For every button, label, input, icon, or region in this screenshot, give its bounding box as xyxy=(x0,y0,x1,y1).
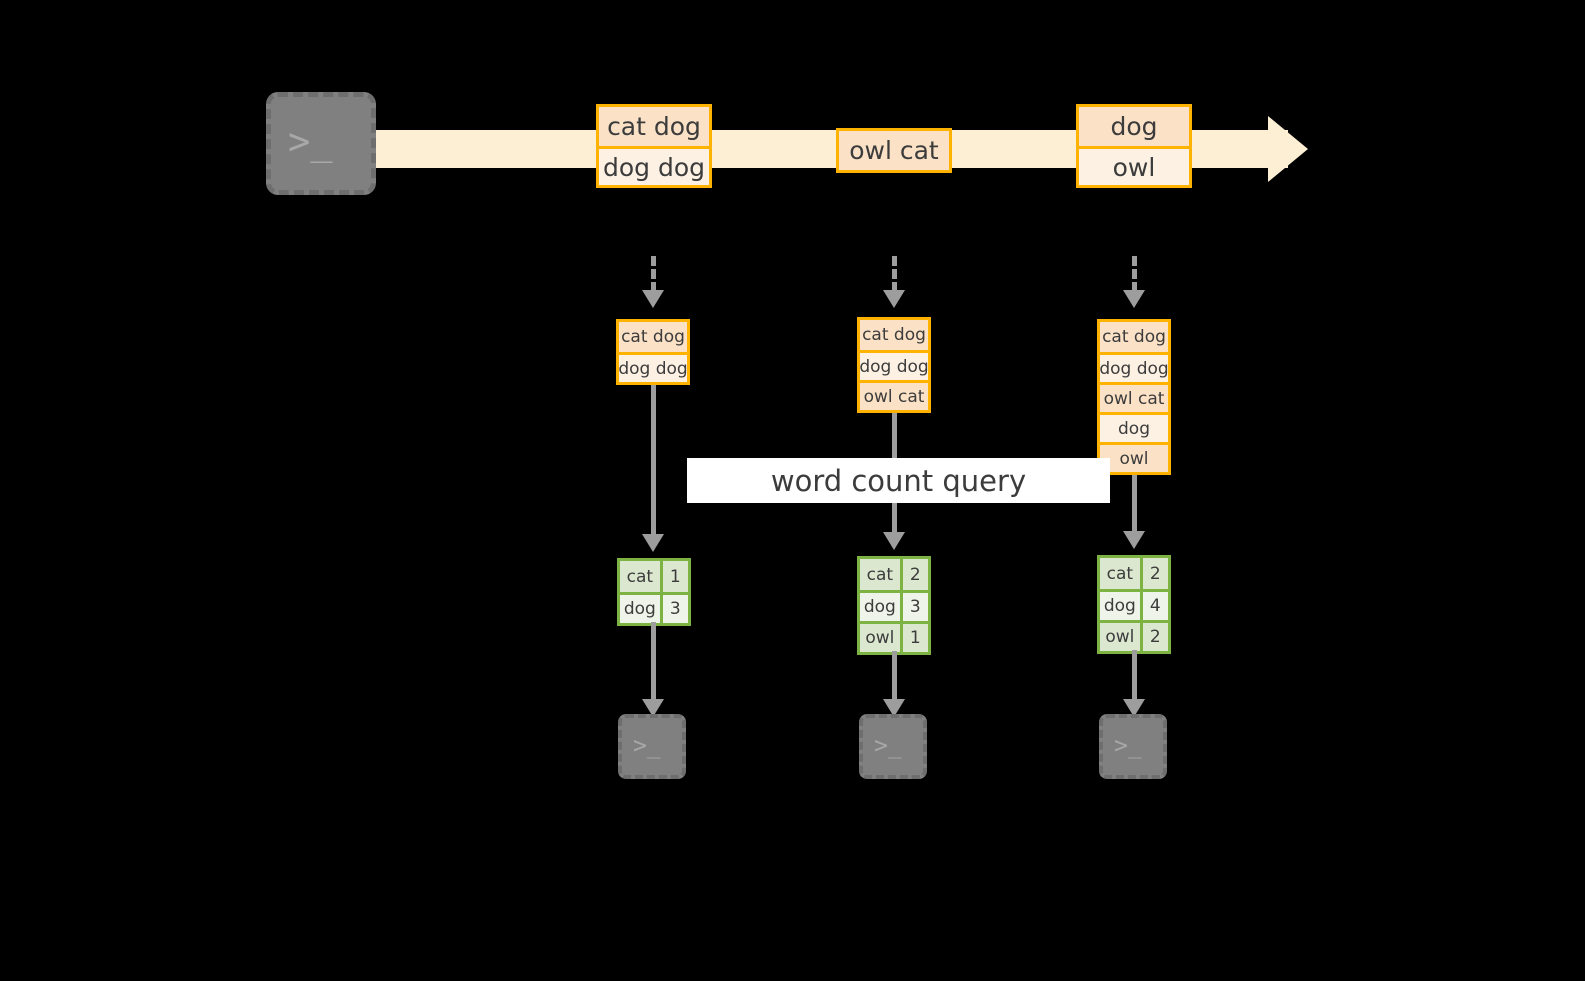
result-key: owl xyxy=(1100,623,1140,651)
stream-event-batch-3[interactable]: dog owl xyxy=(1076,104,1192,188)
snapshot-3-input-stack[interactable]: cat dog dog dog owl cat dog owl xyxy=(1097,319,1171,475)
query-arrowhead-2 xyxy=(883,532,905,550)
stream-to-snapshot-connector-2 xyxy=(892,256,897,292)
snapshot-1-input-stack[interactable]: cat dog dog dog xyxy=(616,319,690,385)
table-row: cat 2 xyxy=(860,559,928,590)
stream-event-batch-2[interactable]: owl cat xyxy=(836,128,952,173)
snapshot-input-line: cat dog xyxy=(1100,322,1168,352)
result-value: 1 xyxy=(899,624,928,652)
result-value: 3 xyxy=(899,593,928,621)
terminal-prompt-icon: >_ xyxy=(874,733,902,759)
event-line: cat dog xyxy=(599,107,709,146)
stream-arrowhead xyxy=(1268,116,1308,182)
snapshot-input-line: owl cat xyxy=(860,380,928,410)
snapshot-input-line: dog dog xyxy=(618,352,688,382)
snapshot-input-line: owl cat xyxy=(1100,382,1168,412)
snapshot-3-sink-terminal[interactable]: >_ xyxy=(1099,714,1167,779)
query-arrowhead-3 xyxy=(1123,531,1145,549)
sink-arrowhead-2 xyxy=(883,699,905,717)
stream-to-snapshot-connector-1 xyxy=(651,256,656,292)
snapshot-input-line: owl xyxy=(1100,442,1168,472)
result-key: cat xyxy=(620,561,660,592)
table-row: dog 4 xyxy=(1100,589,1168,620)
terminal-prompt-icon: >_ xyxy=(288,120,333,163)
snapshot-input-line: cat dog xyxy=(860,320,928,350)
result-key: dog xyxy=(1100,592,1140,620)
sink-arrowhead-1 xyxy=(642,699,664,717)
result-value: 1 xyxy=(659,561,688,592)
result-value: 3 xyxy=(659,595,688,623)
stream-to-snapshot-connector-3 xyxy=(1132,256,1137,292)
result-key: dog xyxy=(860,593,900,621)
result-key: cat xyxy=(860,559,900,590)
table-row: cat 2 xyxy=(1100,558,1168,589)
snapshot-input-line: dog dog xyxy=(1099,352,1169,382)
terminal-prompt-icon: >_ xyxy=(633,733,661,759)
source-terminal[interactable]: >_ xyxy=(266,92,376,195)
result-value: 4 xyxy=(1139,592,1168,620)
table-row: cat 1 xyxy=(620,561,688,592)
snapshot-input-line: dog xyxy=(1100,412,1168,442)
snapshot-2-input-stack[interactable]: cat dog dog dog owl cat xyxy=(857,317,931,413)
stream-event-batch-1[interactable]: cat dog dog dog xyxy=(596,104,712,188)
terminal-prompt-icon: >_ xyxy=(1114,733,1142,759)
stream-to-snapshot-arrowhead-1 xyxy=(642,290,664,308)
snapshot-3-result-table[interactable]: cat 2 dog 4 owl 2 xyxy=(1097,555,1171,654)
table-row: dog 3 xyxy=(860,590,928,621)
event-line: owl cat xyxy=(839,131,949,170)
query-banner: word count query xyxy=(687,458,1110,503)
event-line: owl xyxy=(1079,146,1189,185)
snapshot-2-result-table[interactable]: cat 2 dog 3 owl 1 xyxy=(857,556,931,655)
sink-connector-3 xyxy=(1132,650,1137,701)
query-connector-3 xyxy=(1132,475,1137,535)
table-row: owl 2 xyxy=(1100,620,1168,651)
result-value: 2 xyxy=(1139,623,1168,651)
stream-to-snapshot-arrowhead-2 xyxy=(883,290,905,308)
query-connector-1 xyxy=(651,385,656,536)
event-line: dog xyxy=(1079,107,1189,146)
sink-connector-1 xyxy=(651,622,656,701)
snapshot-2-sink-terminal[interactable]: >_ xyxy=(859,714,927,779)
table-row: owl 1 xyxy=(860,621,928,652)
result-value: 2 xyxy=(899,559,928,590)
query-arrowhead-1 xyxy=(642,534,664,552)
snapshot-1-sink-terminal[interactable]: >_ xyxy=(618,714,686,779)
event-line: dog dog xyxy=(599,146,709,185)
stream-to-snapshot-arrowhead-3 xyxy=(1123,290,1145,308)
query-label: word count query xyxy=(770,463,1027,498)
snapshot-input-line: cat dog xyxy=(619,322,687,352)
sink-connector-2 xyxy=(892,651,897,701)
table-row: dog 3 xyxy=(620,592,688,623)
sink-arrowhead-3 xyxy=(1123,699,1145,717)
snapshot-1-result-table[interactable]: cat 1 dog 3 xyxy=(617,558,691,626)
result-key: dog xyxy=(620,595,660,623)
result-key: owl xyxy=(860,624,900,652)
snapshot-input-line: dog dog xyxy=(859,350,929,380)
result-value: 2 xyxy=(1139,558,1168,589)
result-key: cat xyxy=(1100,558,1140,589)
